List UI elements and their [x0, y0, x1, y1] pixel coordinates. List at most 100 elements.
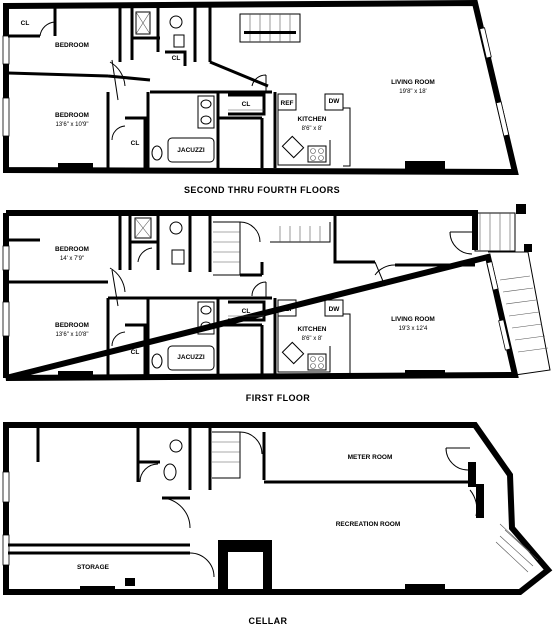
hall-wall	[240, 262, 264, 277]
toilet	[151, 353, 163, 369]
ref-label: REF	[281, 100, 294, 107]
door-swing	[111, 331, 126, 347]
staircase	[213, 221, 241, 276]
counter	[277, 316, 331, 373]
toilet	[169, 221, 183, 235]
window	[343, 313, 351, 375]
window	[2, 245, 10, 271]
living-room-label: LIVING ROOM	[391, 316, 435, 323]
refrigerator	[277, 299, 297, 317]
vanity	[197, 95, 215, 129]
jacuzzi-tub	[167, 345, 215, 371]
closet-label: CL	[131, 349, 140, 356]
closet-label: CL	[131, 140, 140, 147]
burner	[310, 363, 316, 369]
vanity	[197, 301, 215, 335]
bath-wall	[130, 213, 160, 270]
fixture	[125, 578, 135, 586]
sink	[169, 439, 183, 453]
hall-wall	[333, 213, 375, 264]
recreation-room-label: RECREATION ROOM	[336, 521, 401, 528]
post	[524, 244, 532, 252]
door-swing	[39, 21, 56, 37]
floor-title: CELLAR	[249, 616, 288, 626]
window	[479, 27, 492, 59]
dw-label: DW	[329, 306, 341, 313]
dishwasher	[324, 93, 344, 111]
window	[343, 107, 351, 167]
burner	[318, 155, 324, 161]
kitchen-dimensions: 8'6" x 8'	[302, 126, 323, 132]
sink	[281, 341, 305, 365]
floor-title: SECOND THRU FOURTH FLOORS	[184, 185, 340, 195]
door-swing	[109, 267, 126, 307]
wall-segment	[405, 370, 445, 378]
kitchen-label: KITCHEN	[298, 116, 327, 123]
shower-drain	[135, 11, 151, 35]
stair-treads	[499, 275, 549, 353]
bedroom-label: BEDROOM	[55, 246, 89, 253]
stair-treads	[212, 441, 240, 463]
sink	[281, 135, 305, 159]
closet-label: CL	[21, 20, 30, 27]
sink	[200, 99, 212, 109]
living-room-label: LIVING ROOM	[391, 79, 435, 86]
interior-wall	[193, 6, 212, 62]
stair-treads	[495, 523, 539, 573]
burner	[310, 356, 316, 362]
door-swing	[374, 261, 396, 287]
ref-label: REF	[281, 306, 294, 313]
burner	[318, 356, 324, 362]
stoop-landing	[474, 212, 516, 252]
sink	[200, 321, 212, 331]
wall-segment	[80, 586, 115, 593]
burner	[310, 155, 316, 161]
landing-treads	[479, 213, 511, 251]
shower	[135, 11, 151, 35]
closet-label: CL	[172, 55, 181, 62]
sink	[171, 249, 185, 265]
refrigerator	[277, 93, 297, 111]
door-swing	[109, 59, 126, 101]
meter-room-label: METER ROOM	[348, 454, 393, 461]
toilet	[169, 15, 183, 29]
window	[486, 261, 499, 291]
door-swing	[469, 489, 478, 517]
window	[2, 534, 10, 566]
bath-wall	[106, 298, 220, 376]
wall-segment	[405, 161, 445, 170]
bath-wall	[132, 6, 160, 52]
stove	[307, 353, 327, 371]
door-swing	[137, 247, 153, 263]
counter	[277, 110, 331, 166]
closet-wall	[218, 116, 264, 168]
dw-label: DW	[329, 98, 341, 105]
burner	[318, 363, 324, 369]
staircase	[212, 431, 241, 479]
window	[498, 319, 511, 351]
living-room-dimensions: 19'8" x 18'	[399, 89, 426, 95]
door-swing	[111, 125, 126, 141]
wall-segment	[476, 484, 484, 518]
cellar-plan: METER ROOM RECREATION ROOM STORAGE CELLA…	[2, 422, 553, 626]
window	[2, 301, 10, 337]
window	[495, 101, 510, 137]
closet-wall	[228, 93, 266, 116]
bath-wall	[136, 425, 192, 490]
shower-drain	[134, 217, 152, 239]
bedroom-divider-wall	[7, 71, 109, 78]
wall-segment	[405, 584, 445, 592]
window	[2, 35, 10, 65]
window	[2, 471, 10, 503]
bedroom-label: BEDROOM	[55, 322, 89, 329]
closet-wall	[125, 116, 147, 168]
bedroom-label: BEDROOM	[55, 42, 89, 49]
closet-wall	[8, 6, 57, 38]
upper-floors-plan: CL BEDROOM CL BEDROOM 13'6" x 10'9" CL J…	[2, 0, 519, 195]
stair-treads	[213, 231, 240, 263]
wall-segment	[58, 163, 93, 171]
sink	[200, 115, 212, 125]
stair-winder	[239, 221, 261, 243]
wall-segment	[468, 462, 476, 487]
